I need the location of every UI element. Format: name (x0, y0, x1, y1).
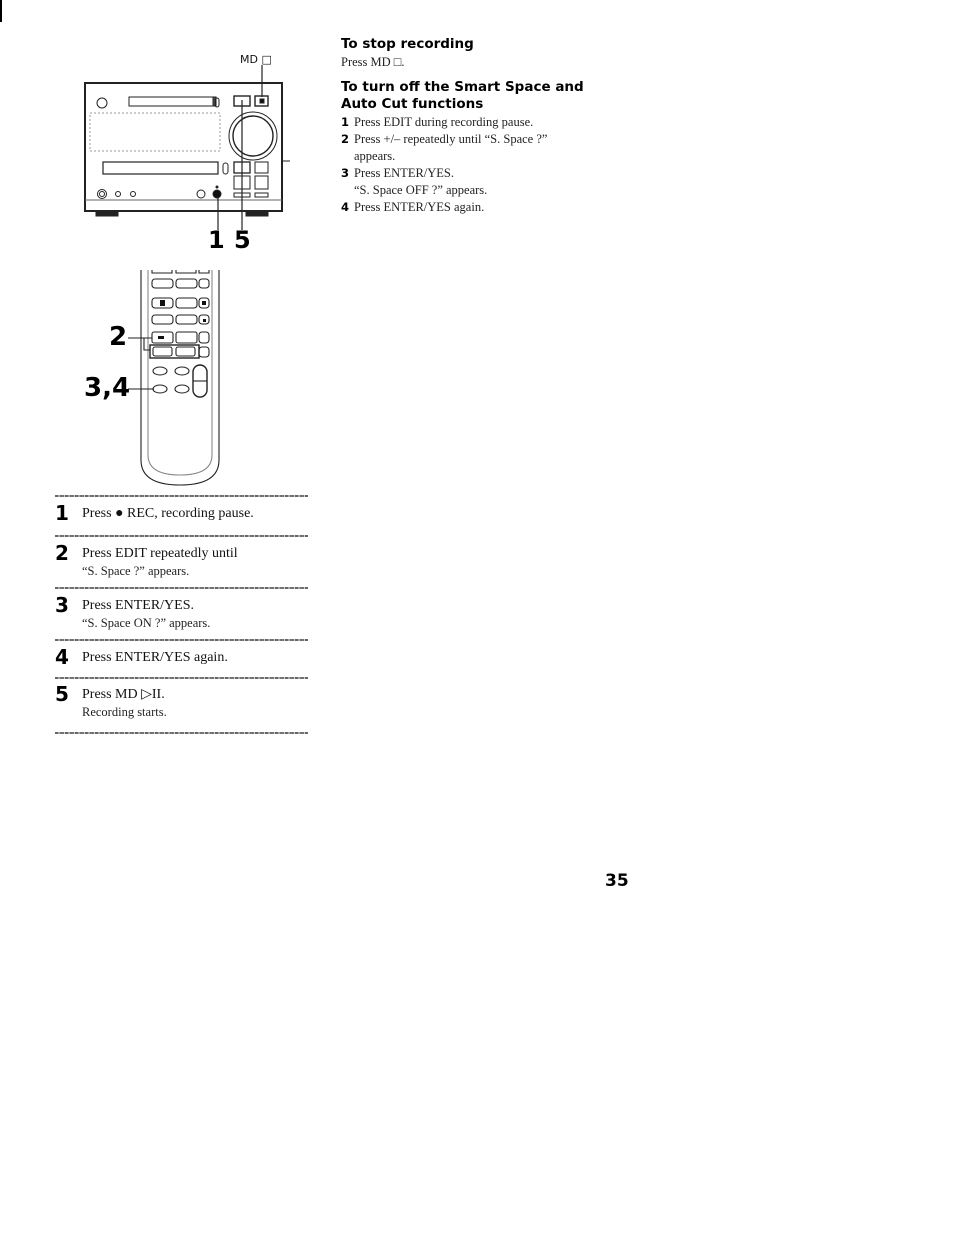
divider (55, 639, 308, 641)
step-subtext: Recording starts. (82, 705, 167, 719)
turn-off-heading-line2: Auto Cut functions (341, 96, 484, 112)
procedure-step-4: 4 Press ENTER/YES again. (55, 641, 308, 677)
step-subtext: appears. (354, 149, 396, 163)
step-subtext: “S. Space ON ?” appears. (82, 616, 211, 630)
step-text: Press EDIT during recording pause. (354, 115, 534, 129)
divider (55, 587, 308, 589)
mini-system-unit-icon (84, 65, 290, 230)
stop-recording-heading: To stop recording (341, 36, 474, 52)
remote-callout-step-2: 2 (109, 322, 128, 352)
unit-callout-step-1: 1 (208, 226, 225, 254)
procedure-step-1: 1 Press ● REC, recording pause. (55, 497, 308, 535)
step-subtext: “S. Space ?” appears. (82, 564, 190, 578)
turn-off-steps-list: 1 Press EDIT during recording pause. 2 P… (341, 114, 591, 216)
step-text: Press MD (82, 687, 142, 702)
turn-off-step: 2 Press +/– repeatedly until “S. Space ?… (341, 131, 591, 165)
step-text: Press EDIT repeatedly until (82, 546, 238, 561)
step-subtext: “S. Space OFF ?” appears. (354, 183, 488, 197)
remote-control-icon (128, 270, 220, 486)
step-number: 2 (341, 132, 350, 146)
turn-off-step: 4 Press ENTER/YES again. (341, 199, 591, 216)
remote-callout-step-3-4: 3,4 (84, 373, 131, 403)
step-number: 5 (55, 682, 69, 706)
play-pause-icon: ▷II (141, 687, 162, 702)
step-number: 4 (341, 200, 350, 214)
step-number: 2 (55, 541, 69, 565)
step-text: Press ENTER/YES. (354, 166, 454, 180)
procedure-step-5: 5 Press MD ▷II. Recording starts. (55, 679, 308, 732)
step-number: 1 (341, 115, 350, 129)
unit-callout-step-5: 5 (234, 226, 251, 254)
page-edge-mark (0, 0, 2, 22)
page-number: 35 (605, 871, 629, 891)
step-text: Press ENTER/YES again. (354, 200, 485, 214)
step-number: 4 (55, 645, 69, 669)
procedure-step-2: 2 Press EDIT repeatedly until “S. Space … (55, 537, 308, 587)
step-text: . (161, 687, 165, 702)
divider (55, 732, 308, 734)
turn-off-step: 1 Press EDIT during recording pause. (341, 114, 591, 131)
divider (55, 535, 308, 537)
step-text: REC, recording pause. (123, 506, 254, 521)
step-number: 1 (55, 501, 69, 525)
record-dot-icon: ● (115, 506, 124, 521)
turn-off-step: 3 Press ENTER/YES. “S. Space OFF ?” appe… (341, 165, 591, 199)
step-text: Press +/– repeatedly until “S. Space ?” (354, 132, 548, 146)
turn-off-heading-line1: To turn off the Smart Space and (341, 79, 584, 95)
divider (55, 495, 308, 497)
md-stop-label: MD □ (240, 53, 272, 66)
step-number: 3 (341, 166, 350, 180)
step-text: Press ENTER/YES again. (82, 650, 228, 665)
divider (55, 677, 308, 679)
step-text: Press ENTER/YES. (82, 598, 194, 613)
step-text: Press (82, 506, 116, 521)
step-number: 3 (55, 593, 69, 617)
recording-procedure: 1 Press ● REC, recording pause. 2 Press … (55, 495, 308, 734)
procedure-step-3: 3 Press ENTER/YES. “S. Space ON ?” appea… (55, 589, 308, 639)
stop-recording-text: Press MD □. (341, 55, 405, 69)
